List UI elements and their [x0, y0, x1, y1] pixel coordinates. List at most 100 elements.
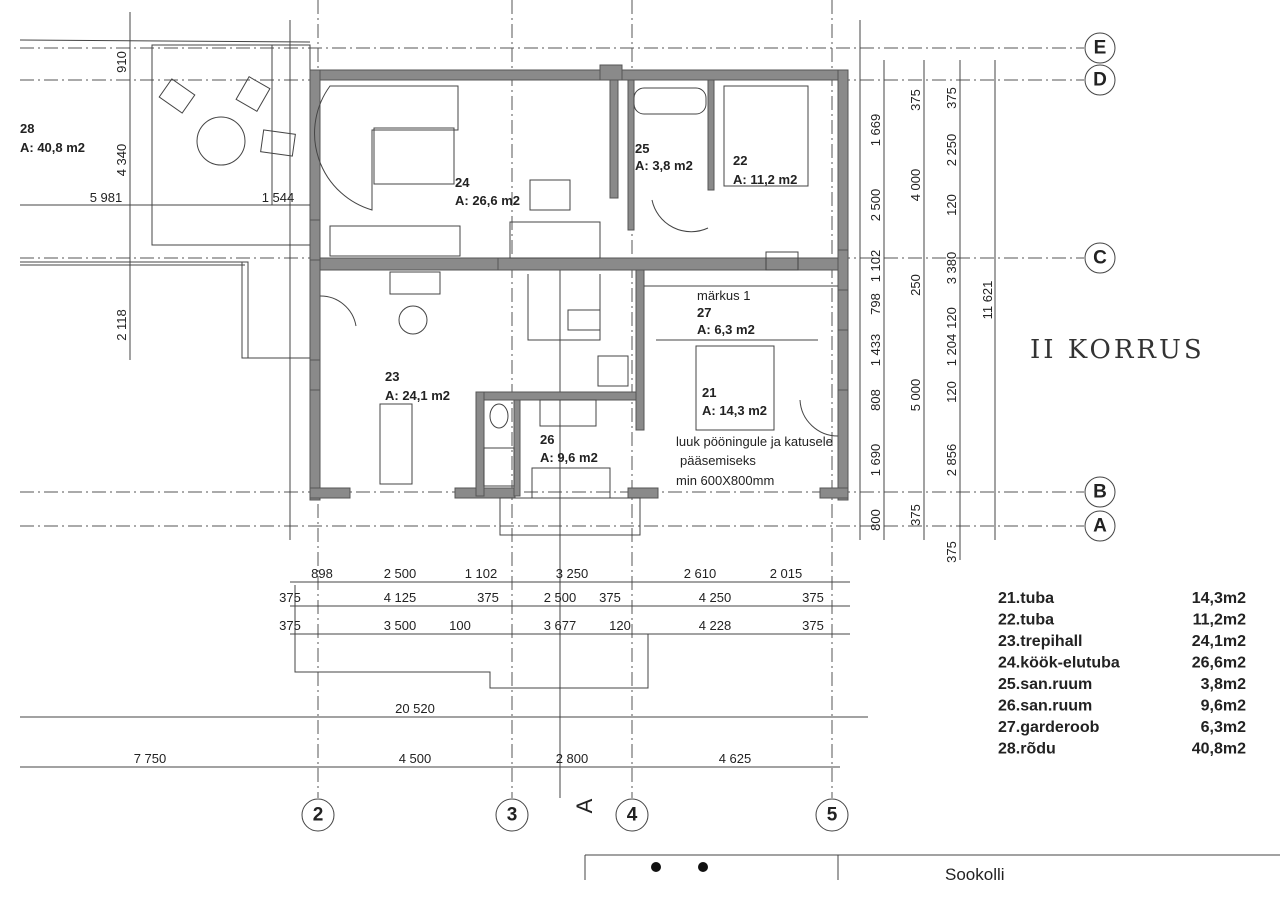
dimension-label: 4 228 [699, 618, 732, 633]
desk-icon [379, 403, 413, 485]
axis-label: A [1093, 516, 1107, 537]
staircase-icon [314, 85, 459, 211]
door-swing-icon [651, 199, 709, 233]
legend-room-name: 26.san.ruum [998, 698, 1092, 715]
axis-label: 4 [627, 805, 638, 826]
legend-room-name: 24.köök-elutuba [998, 655, 1120, 672]
axis-bubble-C: C [1084, 242, 1116, 274]
dimension-label: 4 250 [699, 590, 732, 605]
dimension-label: 4 340 [114, 144, 129, 177]
ventilation-unit-icon [765, 251, 799, 271]
axis-label: C [1093, 248, 1107, 269]
legend-room-name: 22.tuba [998, 612, 1054, 629]
dimension-label: 3 380 [944, 252, 959, 285]
room-23-number: 23 [385, 369, 399, 384]
legend-room-area: 11,2m2 [1193, 612, 1246, 629]
round-table-icon [398, 305, 428, 335]
legend-row: 24.köök-elutuba 26,6m2 [998, 655, 1246, 672]
dimension-label: 375 [802, 590, 824, 605]
dimension-label: 2 856 [944, 444, 959, 477]
round-table-icon [196, 116, 246, 166]
axis-bubble-B: B [1084, 476, 1116, 508]
room-labels: 28 A: 40,8 m2 24 A: 26,6 m2 25 A: 3,8 m2… [20, 121, 1205, 813]
dimension-label: 7 750 [134, 751, 167, 766]
legend-row: 22.tuba 11,2m2 [998, 612, 1246, 629]
dimension-label: 1 544 [262, 190, 295, 205]
floor-label: II KORRUS [1030, 335, 1205, 365]
room-28-number: 28 [20, 121, 34, 136]
dimension-label: 375 [279, 590, 301, 605]
note-hatch-line2: pääsemiseks [680, 453, 756, 468]
dimension-label: 3 500 [384, 618, 417, 633]
note-hatch-line3: min 600X800mm [676, 473, 774, 488]
dimension-label: 375 [802, 618, 824, 633]
armchair-icon [235, 76, 271, 112]
dimension-label: 2 118 [114, 309, 129, 341]
room-26-area: A: 9,6 m2 [540, 450, 598, 465]
sofa-icon [389, 271, 441, 295]
dimension-label: 3 250 [556, 566, 589, 581]
dimension-label: 11 621 [980, 281, 995, 320]
dimension-label: 2 250 [944, 134, 959, 167]
dimension-label: 4 500 [399, 751, 432, 766]
dimension-label: 375 [599, 590, 621, 605]
note-hatch-line1: luuk pööningule ja katusele [676, 434, 833, 449]
room-25-area: A: 3,8 m2 [635, 158, 693, 173]
furniture [314, 85, 839, 499]
dimension-label: 1 204 [944, 334, 959, 367]
legend-row: 26.san.ruum 9,6m2 [998, 698, 1246, 715]
dimension-label: 800 [868, 509, 883, 531]
dimension-label: 375 [279, 618, 301, 633]
staircase-icon [527, 274, 601, 341]
dimension-label: 4 000 [908, 169, 923, 202]
dimension-label: 5 981 [90, 190, 123, 205]
legend-room-name: 25.san.ruum [998, 676, 1092, 693]
room-27-number: 27 [697, 305, 711, 320]
room-23-area: A: 24,1 m2 [385, 388, 450, 403]
dimension-label: 120 [944, 194, 959, 216]
dimension-label: 5 000 [908, 379, 923, 412]
legend-room-name: 27.garderoob [998, 719, 1100, 736]
legend-room-area: 24,1m2 [1192, 633, 1246, 650]
legend-room-name: 28.rõdu [998, 741, 1056, 758]
dimension-label: 4 125 [384, 590, 417, 605]
dimension-label: 1 669 [868, 114, 883, 147]
section-mark: A [572, 798, 597, 813]
dimension-label: 100 [449, 618, 471, 633]
legend-room-area: 9,6m2 [1201, 698, 1246, 715]
axis-label: 5 [827, 805, 838, 826]
kitchen-counter-icon [329, 225, 461, 257]
dimension-label: 375 [908, 89, 923, 111]
dimension-label: 910 [114, 51, 129, 73]
axis-label: 3 [507, 805, 518, 826]
legend-row: 25.san.ruum 3,8m2 [998, 676, 1246, 693]
bed-icon [723, 85, 809, 187]
axis-bubble-E: E [1084, 32, 1116, 64]
armchair-icon [260, 129, 296, 157]
room-22-number: 22 [733, 153, 747, 168]
dimension-label: 375 [908, 504, 923, 526]
dimension-label: 1 690 [868, 444, 883, 477]
legend-room-area: 26,6m2 [1192, 655, 1246, 672]
door-swing-icon [799, 399, 839, 437]
dimension-label: 4 625 [719, 751, 752, 766]
sofa-table-icon [529, 179, 571, 211]
room-26-number: 26 [540, 432, 554, 447]
axis-label: D [1093, 70, 1107, 91]
bathtub-icon [633, 87, 707, 115]
sink-icon [539, 399, 597, 427]
room-21-area: A: 14,3 m2 [702, 403, 767, 418]
dimension-label: 120 [944, 381, 959, 403]
dimension-label: 375 [944, 87, 959, 109]
legend-room-name: 21.tuba [998, 590, 1054, 607]
title-block: Sookolli [584, 854, 1280, 884]
title-block-text: Sookolli [945, 865, 1005, 884]
axis-label: 2 [313, 805, 324, 826]
legend-room-area: 3,8m2 [1201, 676, 1246, 693]
